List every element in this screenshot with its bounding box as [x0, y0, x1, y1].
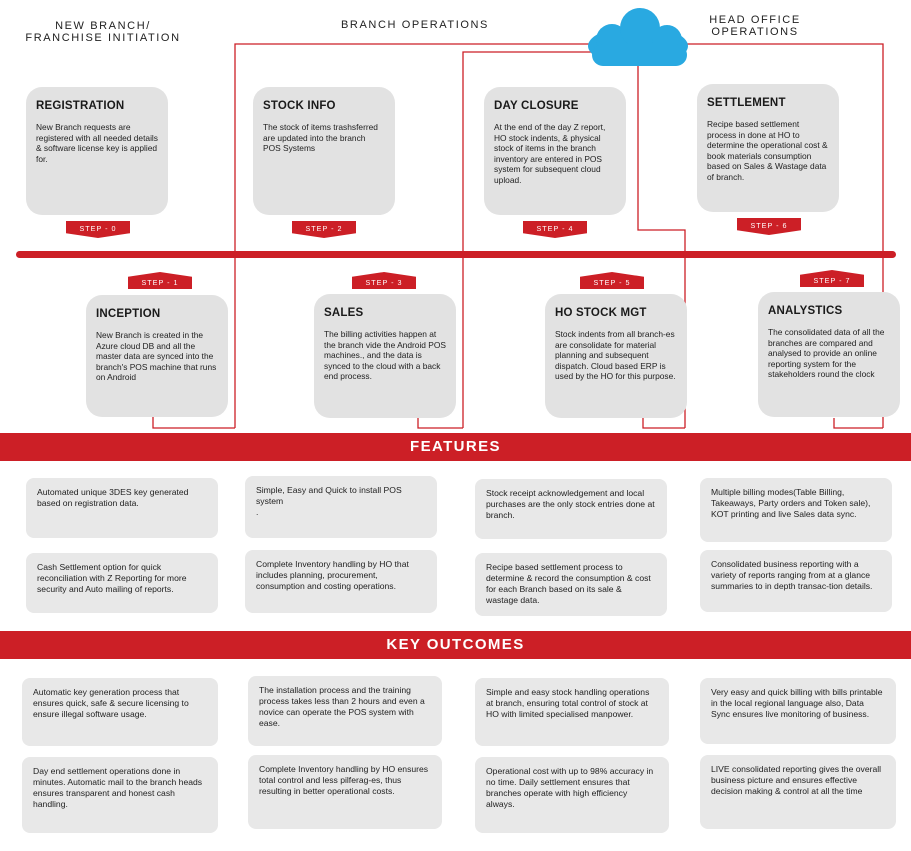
- outcome-box: LIVE consolidated reporting gives the ov…: [700, 755, 896, 829]
- outcome-box: Automatic key generation process that en…: [22, 678, 218, 746]
- step-badge: STEP - 3: [352, 272, 416, 289]
- card-text: The consolidated data of all the branche…: [768, 327, 885, 380]
- card-title: STOCK INFO: [263, 100, 336, 112]
- card-registration: REGISTRATION New Branch requests are reg…: [26, 87, 168, 215]
- header-new-branch: NEW BRANCH/ FRANCHISE INITIATION: [18, 20, 188, 44]
- card-text: Recipe based settlement process in done …: [707, 119, 828, 182]
- step-badge: STEP - 7: [800, 270, 864, 287]
- connector-line: [152, 416, 235, 429]
- outcome-box: Operational cost with up to 98% accuracy…: [475, 757, 669, 833]
- card-text: The stock of items trashsferred are upda…: [263, 122, 378, 154]
- timeline-bar: [16, 251, 896, 258]
- step-badge: STEP - 4: [523, 221, 587, 238]
- card-settlement: SETTLEMENT Recipe based settlement proce…: [697, 84, 839, 212]
- card-ho-stock-mgt: HO STOCK MGT Stock indents from all bran…: [545, 294, 687, 418]
- header-head-office: HEAD OFFICE OPERATIONS: [690, 14, 820, 38]
- header-head-office-text: HEAD OFFICE OPERATIONS: [709, 14, 801, 38]
- outcome-box: The installation process and the trainin…: [248, 676, 442, 746]
- card-title: INCEPTION: [96, 308, 161, 320]
- feature-box: Multiple billing modes(Table Billing, Ta…: [700, 478, 892, 542]
- card-text: The billing activities happen at the bra…: [324, 329, 446, 382]
- card-sales: SALES The billing activities happen at t…: [314, 294, 456, 418]
- feature-box: Complete Inventory handling by HO that i…: [245, 550, 437, 613]
- outcome-box: Simple and easy stock handling operation…: [475, 678, 669, 746]
- card-title: SALES: [324, 307, 364, 319]
- step-badge: STEP - 6: [737, 218, 801, 235]
- card-title: DAY CLOSURE: [494, 100, 579, 112]
- card-text: At the end of the day Z report, HO stock…: [494, 122, 606, 185]
- connector-line: [833, 418, 883, 429]
- feature-box: Consolidated business reporting with a v…: [700, 550, 892, 612]
- header-branch-operations-text: BRANCH OPERATIONS: [340, 19, 489, 31]
- outcome-box: Very easy and quick billing with bills p…: [700, 678, 896, 744]
- card-title: REGISTRATION: [36, 100, 125, 112]
- card-title: SETTLEMENT: [707, 97, 786, 109]
- features-banner: FEATURES: [0, 433, 911, 461]
- card-title: HO STOCK MGT: [555, 307, 647, 319]
- step-badge: STEP - 5: [580, 272, 644, 289]
- step-badge: STEP - 2: [292, 221, 356, 238]
- cloud-icon: [588, 8, 688, 66]
- connector-line: [642, 418, 685, 429]
- outcomes-title: KEY OUTCOMES: [386, 636, 525, 653]
- feature-box: Cash Settlement option for quick reconci…: [26, 553, 218, 613]
- connector-line: [234, 43, 597, 428]
- step-badge: STEP - 0: [66, 221, 130, 238]
- card-text: New Branch requests are registered with …: [36, 122, 158, 164]
- card-stock-info: STOCK INFO The stock of items trashsferr…: [253, 87, 395, 215]
- step-badge: STEP - 1: [128, 272, 192, 289]
- connector-line: [462, 51, 600, 428]
- feature-box: Simple, Easy and Quick to install POS sy…: [245, 476, 437, 538]
- feature-box: Recipe based settlement process to deter…: [475, 553, 667, 616]
- header-branch-operations: BRANCH OPERATIONS: [330, 19, 500, 31]
- card-inception: INCEPTION New Branch is created in the A…: [86, 295, 228, 417]
- outcomes-banner: KEY OUTCOMES: [0, 631, 911, 659]
- features-title: FEATURES: [410, 438, 501, 455]
- card-analystics: ANALYSTICS The consolidated data of all …: [758, 292, 900, 417]
- outcome-box: Day end settlement operations done in mi…: [22, 757, 218, 833]
- feature-box: Automated unique 3DES key generated base…: [26, 478, 218, 538]
- card-day-closure: DAY CLOSURE At the end of the day Z repo…: [484, 87, 626, 215]
- header-new-branch-text: NEW BRANCH/ FRANCHISE INITIATION: [25, 20, 181, 44]
- outcome-box: Complete Inventory handling by HO ensure…: [248, 755, 442, 829]
- feature-box: Stock receipt acknowledgement and local …: [475, 479, 667, 539]
- card-text: Stock indents from all branch-es are con…: [555, 329, 676, 382]
- connector-line: [417, 418, 463, 429]
- card-title: ANALYSTICS: [768, 305, 843, 317]
- card-text: New Branch is created in the Azure cloud…: [96, 330, 217, 383]
